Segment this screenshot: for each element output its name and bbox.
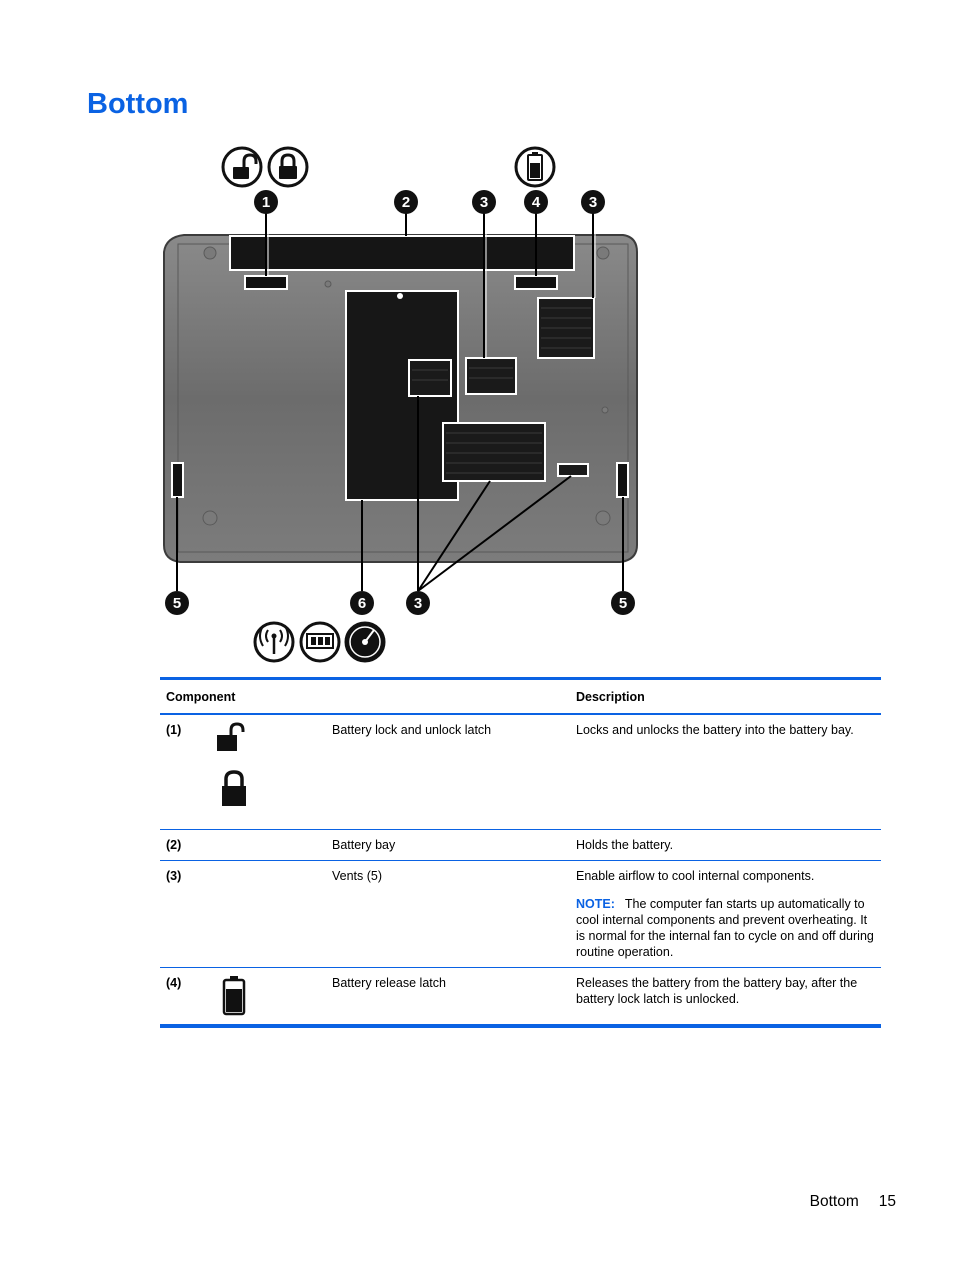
callout-5b-label: 5 bbox=[619, 595, 627, 612]
battery-lock-icon bbox=[267, 146, 309, 188]
row-component-name: Battery lock and unlock latch bbox=[326, 714, 570, 830]
callout-1: 1 bbox=[254, 190, 278, 214]
vent bbox=[408, 359, 452, 397]
battery-release-latch bbox=[514, 275, 558, 290]
row-icons bbox=[207, 860, 326, 968]
battery-unlock-icon bbox=[221, 146, 263, 188]
memory-icon bbox=[299, 621, 341, 663]
callout-2: 2 bbox=[394, 190, 418, 214]
callout-3c: 3 bbox=[406, 591, 430, 615]
row-icons bbox=[207, 967, 326, 1028]
row-description: Locks and unlocks the battery into the b… bbox=[570, 714, 881, 830]
row-icons bbox=[207, 714, 326, 830]
table-row: (4) Battery release latch Releases the b… bbox=[160, 967, 881, 1028]
row-number: (1) bbox=[160, 714, 207, 830]
unlock-icon bbox=[217, 722, 245, 751]
row-component-name: Battery bay bbox=[326, 829, 570, 861]
callout-5a: 5 bbox=[165, 591, 189, 615]
table-row: (2) Battery bay Holds the battery. bbox=[160, 829, 881, 861]
header-description: Description bbox=[570, 677, 881, 715]
callout-1-label: 1 bbox=[262, 194, 270, 211]
vent-group bbox=[408, 297, 595, 482]
row-component-name: Vents (5) bbox=[326, 860, 570, 968]
battery-icon bbox=[222, 975, 246, 1015]
page-number: 15 bbox=[878, 1193, 896, 1210]
wireless-icon bbox=[253, 621, 295, 663]
battery-bay bbox=[229, 235, 575, 271]
row-description: Enable airflow to cool internal componen… bbox=[576, 868, 815, 883]
component-table: Component Description (1) Battery lock a… bbox=[160, 677, 881, 1028]
callout-4: 4 bbox=[524, 190, 548, 214]
service-door-screw bbox=[397, 293, 403, 299]
battery-release-icon bbox=[514, 146, 556, 188]
callout-3b: 3 bbox=[581, 190, 605, 214]
callout-3a-label: 3 bbox=[480, 194, 488, 211]
callout-4-label: 4 bbox=[532, 194, 541, 211]
vent bbox=[465, 357, 517, 395]
row-description-cell: Enable airflow to cool internal componen… bbox=[570, 860, 881, 968]
callout-3b-label: 3 bbox=[589, 194, 597, 211]
callout-2-label: 2 bbox=[402, 194, 410, 211]
table-header-row: Component Description bbox=[160, 677, 881, 715]
row-description: Holds the battery. bbox=[570, 829, 881, 861]
note-text: The computer fan starts up automatically… bbox=[576, 896, 874, 959]
footer-section: Bottom bbox=[809, 1193, 859, 1210]
hard-drive-icon bbox=[344, 621, 386, 663]
note-block: NOTE:The computer fan starts up automati… bbox=[576, 896, 875, 960]
callout-3a: 3 bbox=[472, 190, 496, 214]
note-label: NOTE: bbox=[576, 896, 615, 911]
callout-leaders bbox=[176, 213, 624, 592]
callout-5b: 5 bbox=[611, 591, 635, 615]
callout-3c-label: 3 bbox=[414, 595, 422, 612]
table-row: (3) Vents (5) Enable airflow to cool int… bbox=[160, 860, 881, 968]
speaker-right bbox=[616, 462, 629, 498]
page-title: Bottom bbox=[87, 88, 189, 120]
bottom-view-illustration: 1 2 3 4 3 5 6 3 5 bbox=[150, 140, 650, 665]
row-icons bbox=[207, 829, 326, 861]
row-number: (4) bbox=[160, 967, 207, 1028]
callout-5a-label: 5 bbox=[173, 595, 181, 612]
callout-6: 6 bbox=[350, 591, 374, 615]
battery-lock-latch bbox=[244, 275, 288, 290]
row-number: (3) bbox=[160, 860, 207, 968]
row-description: Releases the battery from the battery ba… bbox=[570, 967, 881, 1028]
vent bbox=[557, 463, 589, 477]
header-component: Component bbox=[160, 677, 570, 715]
row-number: (2) bbox=[160, 829, 207, 861]
table-row: (1) Battery lock and unlock latch Locks … bbox=[160, 714, 881, 830]
vent bbox=[442, 422, 546, 482]
speaker-left bbox=[171, 462, 184, 498]
lock-icon bbox=[222, 770, 246, 806]
page-footer: Bottom 15 bbox=[810, 1193, 896, 1211]
row-component-name: Battery release latch bbox=[326, 967, 570, 1028]
callout-6-label: 6 bbox=[358, 595, 366, 612]
